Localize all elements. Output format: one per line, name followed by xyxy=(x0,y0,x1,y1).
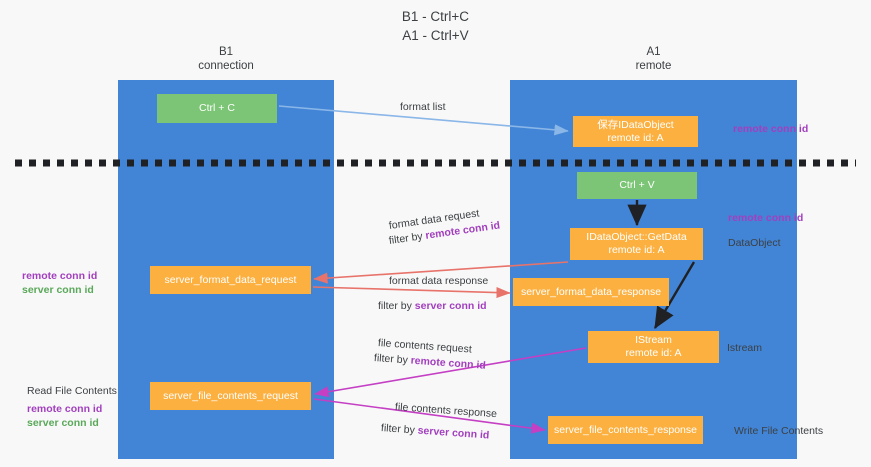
side-label-read-file-contents: Read File Contents xyxy=(27,385,117,397)
node-server-file-contents-request[interactable]: server_file_contents_request xyxy=(150,382,311,410)
filter-prefix: filter by xyxy=(378,300,415,312)
edge-label-format-data-response-filter: filter by server conn id xyxy=(378,299,487,313)
filter-prefix: filter by xyxy=(388,229,427,247)
node-server-format-data-request[interactable]: server_format_data_request xyxy=(150,266,311,294)
filter-key-server-conn-id: server conn id xyxy=(417,424,490,442)
edge-label-file-contents-response-filter: filter by server conn id xyxy=(381,421,490,443)
side-label-write-file-contents: Write File Contents xyxy=(734,425,824,437)
node-idataobject-getdata[interactable]: IDataObject::GetData remote id: A xyxy=(570,228,703,260)
node-server-file-contents-response[interactable]: server_file_contents_response xyxy=(548,416,703,444)
filter-key-server-conn-id: server conn id xyxy=(414,300,487,312)
side-label-left-server-conn-id-bottom: server conn id xyxy=(27,417,99,429)
node-ctrl-c[interactable]: Ctrl + C xyxy=(157,94,277,123)
side-label-remote-conn-id-mid: remote conn id xyxy=(728,212,804,224)
edge-label-file-contents-response: file contents response xyxy=(394,401,498,421)
lane-title-b1: B1 connection xyxy=(198,46,254,72)
filter-key-remote-conn-id: remote conn id xyxy=(410,354,487,372)
edge-label-format-list: format list xyxy=(400,101,446,113)
node-ctrl-v[interactable]: Ctrl + V xyxy=(577,172,697,199)
node-server-format-data-response[interactable]: server_format_data_response xyxy=(513,278,669,306)
filter-prefix: filter by xyxy=(380,422,419,437)
side-label-left-remote-conn-id-mid: remote conn id xyxy=(22,270,98,282)
node-istream[interactable]: IStream remote id: A xyxy=(588,331,719,363)
side-label-istream: Istream xyxy=(727,342,763,354)
edge-label-format-data-response: format data response xyxy=(389,275,489,287)
side-label-left-server-conn-id-mid: server conn id xyxy=(22,284,94,296)
filter-prefix: filter by xyxy=(373,352,412,367)
lane-title-a1: A1 remote xyxy=(635,46,672,72)
node-save-idataobject[interactable]: 保存IDataObject remote id: A xyxy=(573,116,698,147)
side-label-left-remote-conn-id-bottom: remote conn id xyxy=(27,403,103,415)
side-label-dataobject: DataObject xyxy=(728,237,781,249)
side-label-remote-conn-id-top: remote conn id xyxy=(733,123,809,135)
page-title: B1 - Ctrl+C A1 - Ctrl+V xyxy=(401,9,470,43)
